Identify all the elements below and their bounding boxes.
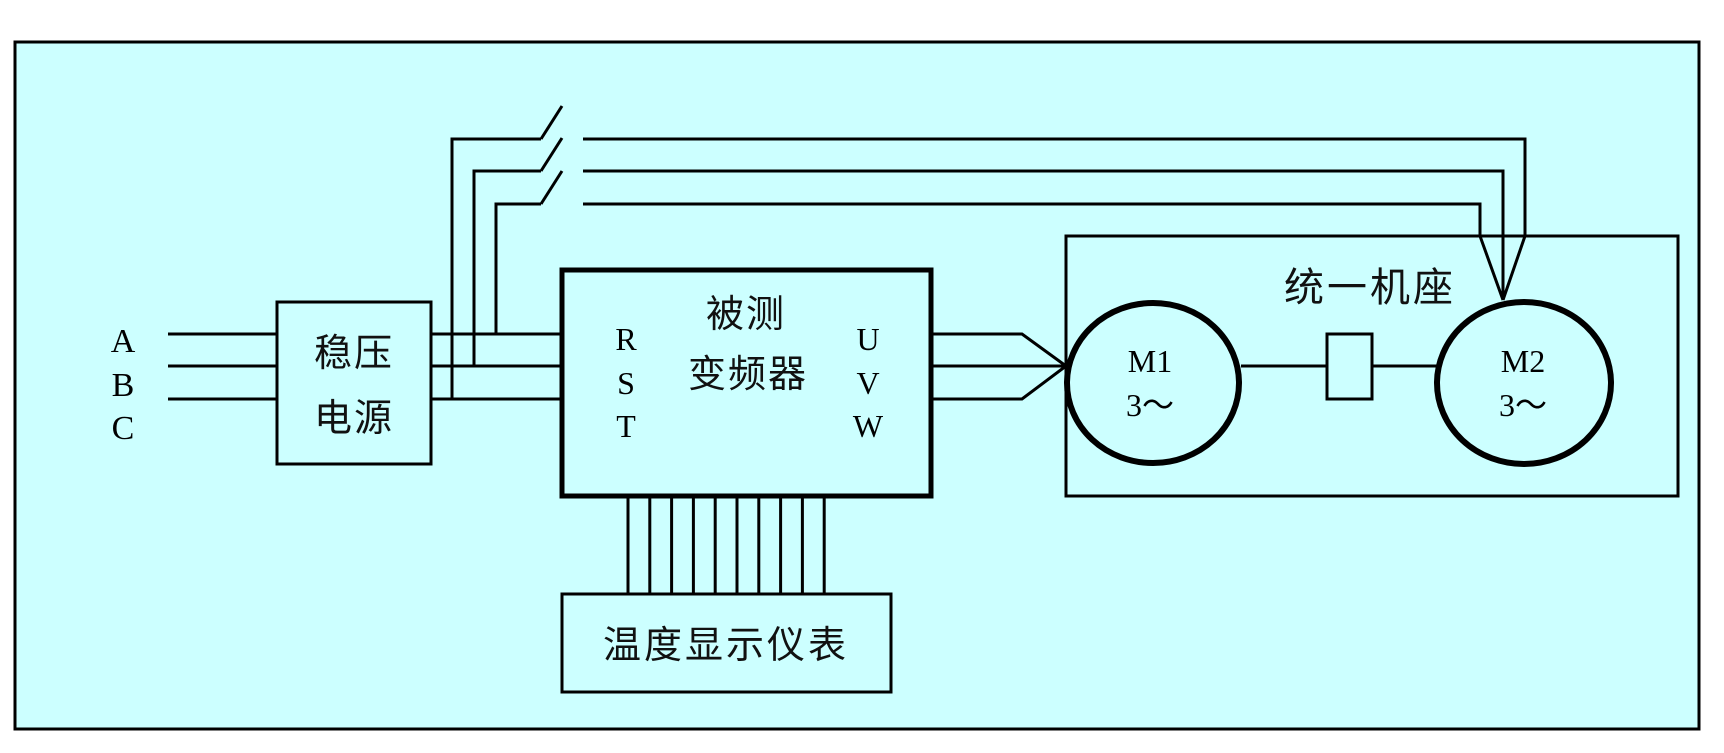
bypass-line-2 [472, 169, 541, 366]
vfd-terminal-v: V [856, 365, 879, 401]
vfd-terminal-r: R [615, 321, 637, 357]
motor-m1-phase: 3～ [1126, 387, 1174, 423]
thermocouple-wires [626, 498, 826, 594]
bypass-line-3 [494, 202, 541, 334]
motor-m2: M2 3～ [1434, 299, 1614, 467]
vfd-label-1: 被测 [706, 292, 786, 336]
uvw-line-u [933, 332, 1067, 368]
temp-display-label: 温度显示仪表 [603, 623, 849, 667]
diagram-frame [13, 40, 1701, 731]
phase-label-c: C [112, 410, 135, 447]
motor-m1-circle [1064, 300, 1242, 466]
bypass-lines [450, 137, 541, 399]
vfd-terminal-w: W [853, 408, 884, 444]
stabilizer-label-2: 电源 [314, 396, 394, 440]
vfd-label-2: 变频器 [688, 352, 808, 396]
coupling-box [1325, 332, 1374, 401]
vfd-terminal-s: S [617, 365, 635, 401]
m2-feed-line-1 [583, 137, 1527, 301]
phase-label-a: A [111, 323, 136, 360]
bypass-switch [539, 105, 564, 205]
switch-blade-1 [539, 105, 564, 140]
vfd-under-test: 被测 变频器 R S T U V W [559, 267, 934, 499]
m2-feed-line-2 [583, 169, 1505, 300]
switch-blade-3 [539, 170, 564, 205]
common-base: 统一机座 [1064, 234, 1680, 498]
voltage-stabilizer: 稳压 电源 [275, 300, 433, 466]
vfd-output-lines [933, 332, 1067, 401]
switch-blade-2 [539, 137, 564, 172]
vfd-terminal-u: U [856, 321, 879, 357]
base-label: 统一机座 [1284, 265, 1456, 311]
uvw-line-w [933, 364, 1067, 401]
m2-feed-line-3 [583, 202, 1505, 301]
motor-m1: M1 3～ [1064, 300, 1242, 466]
vfd-terminal-t: T [616, 408, 636, 444]
phase-label-b: B [112, 367, 135, 404]
motor-m2-name: M2 [1501, 343, 1545, 379]
bypass-line-1 [450, 137, 541, 399]
shaft [1241, 332, 1437, 401]
motor-m2-circle [1434, 299, 1614, 467]
supply-lines [168, 332, 277, 401]
temperature-display: 温度显示仪表 [560, 592, 893, 694]
bypass-to-m2-lines [583, 137, 1527, 301]
temp-display-box [560, 592, 893, 694]
motor-m1-name: M1 [1128, 343, 1172, 379]
stabilizer-box [275, 300, 433, 466]
stabilizer-label-1: 稳压 [314, 331, 394, 375]
vfd-box [559, 267, 934, 499]
motor-m2-phase: 3～ [1499, 387, 1547, 423]
